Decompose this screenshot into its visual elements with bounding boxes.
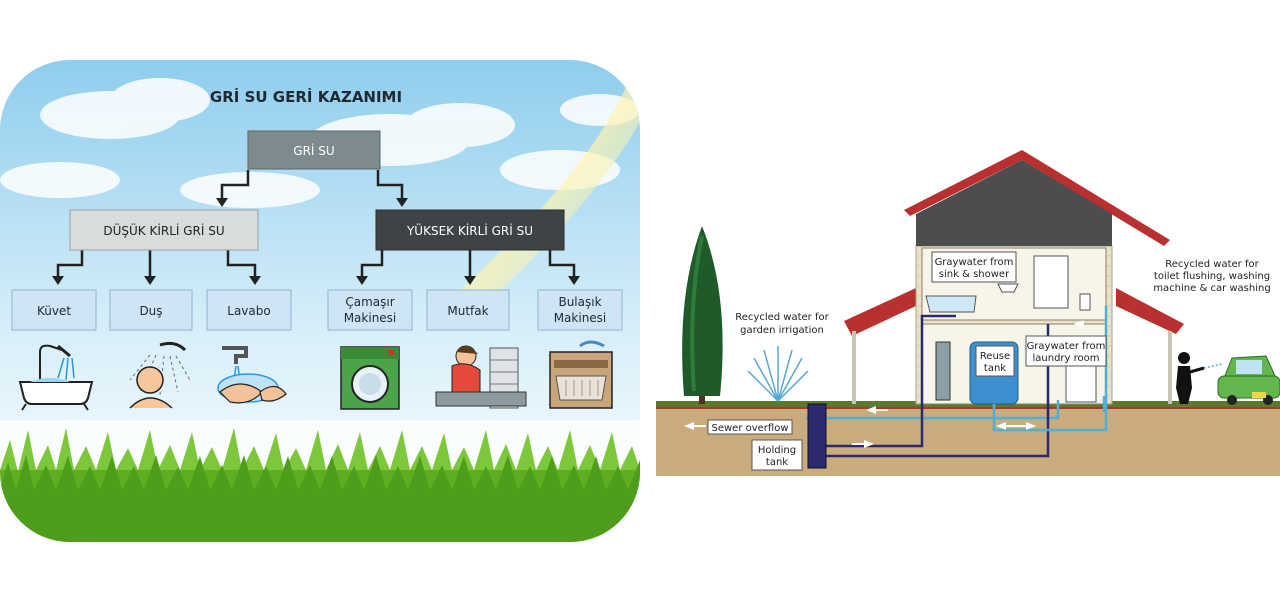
leaf-camasir-label-1: Çamaşır (345, 295, 394, 309)
leaf-kuvet-label: Küvet (37, 304, 71, 318)
node-high-label: YÜKSEK KİRLİ GRİ SU (406, 222, 533, 238)
label-graywater-laundry-2: laundry room (1032, 353, 1099, 364)
label-graywater-sink-2: sink & shower (939, 269, 1010, 280)
label-holding-1: Holding (758, 445, 796, 456)
leaf-bulasik-label-2: Makinesi (554, 311, 607, 325)
arrowheads (52, 198, 580, 285)
holding-tank (807, 403, 827, 469)
label-reuse-1: Reuse (980, 351, 1010, 362)
hand-washing-icon (217, 346, 287, 404)
shower-person-icon (129, 341, 191, 409)
label-box-reuse (975, 345, 1015, 377)
leaf-camasir (327, 289, 413, 331)
label-graywater-laundry-1: Graywater from (1027, 341, 1106, 352)
label-box-graywater-laundry (1025, 335, 1107, 367)
leaf-lavabo (206, 289, 292, 331)
flow-arrows (684, 320, 1084, 448)
leaf-camasir-label-2: Makinesi (344, 311, 397, 325)
leaf-kuvet (11, 289, 97, 331)
label-reuse-2: tank (984, 363, 1006, 374)
pipes (806, 306, 1108, 458)
leaf-bulasik (537, 289, 623, 331)
soil (656, 404, 1280, 476)
diagram-title: GRİ SU GERİ KAZANIMI (210, 87, 402, 106)
label-box-sewer (707, 419, 793, 435)
hose-spray (1203, 363, 1223, 369)
bathtub-icon (18, 344, 94, 411)
leaf-nodes (11, 289, 623, 331)
sprinkler-icon (747, 346, 809, 402)
label-recycled-garden-1: Recycled water for (735, 312, 829, 323)
tree-icon (682, 226, 723, 404)
leaf-mutfak-label: Mutfak (447, 304, 488, 318)
dishwasher-icon (549, 340, 613, 409)
label-holding-2: tank (766, 457, 788, 468)
grass (0, 428, 640, 542)
car-icon (1217, 355, 1280, 405)
label-box-holding (751, 439, 803, 471)
label-graywater-sink-1: Graywater from (935, 257, 1014, 268)
node-root (247, 130, 381, 170)
label-recycled-toilet-1: Recycled water for (1165, 259, 1259, 270)
leaf-mutfak (426, 289, 510, 331)
node-high (375, 209, 565, 251)
connectors (56, 170, 576, 278)
graywater-house-diagram: Graywater from sink & shower Reuse tank … (656, 150, 1280, 476)
leaf-bulasik-label-1: Bulaşık (558, 295, 601, 309)
leaf-dus (109, 289, 193, 331)
rainbow (460, 84, 640, 311)
node-low-label: DÜŞÜK KİRLİ GRİ SU (103, 222, 224, 238)
person-icon (1176, 352, 1205, 404)
label-box-graywater-sink (931, 251, 1017, 283)
leaf-lavabo-label: Lavabo (227, 304, 270, 318)
label-recycled-toilet-2: toilet flushing, washing (1154, 271, 1270, 282)
leaf-dus-label: Duş (139, 304, 162, 318)
label-sewer-overflow: Sewer overflow (711, 423, 788, 434)
washing-machine-icon (340, 346, 400, 410)
kitchen-sink-person-icon (435, 345, 527, 409)
label-recycled-garden-2: garden irrigation (740, 325, 824, 336)
node-root-label: GRİ SU (293, 143, 334, 158)
node-low (69, 209, 259, 251)
label-recycled-toilet-3: machine & car washing (1153, 283, 1270, 294)
